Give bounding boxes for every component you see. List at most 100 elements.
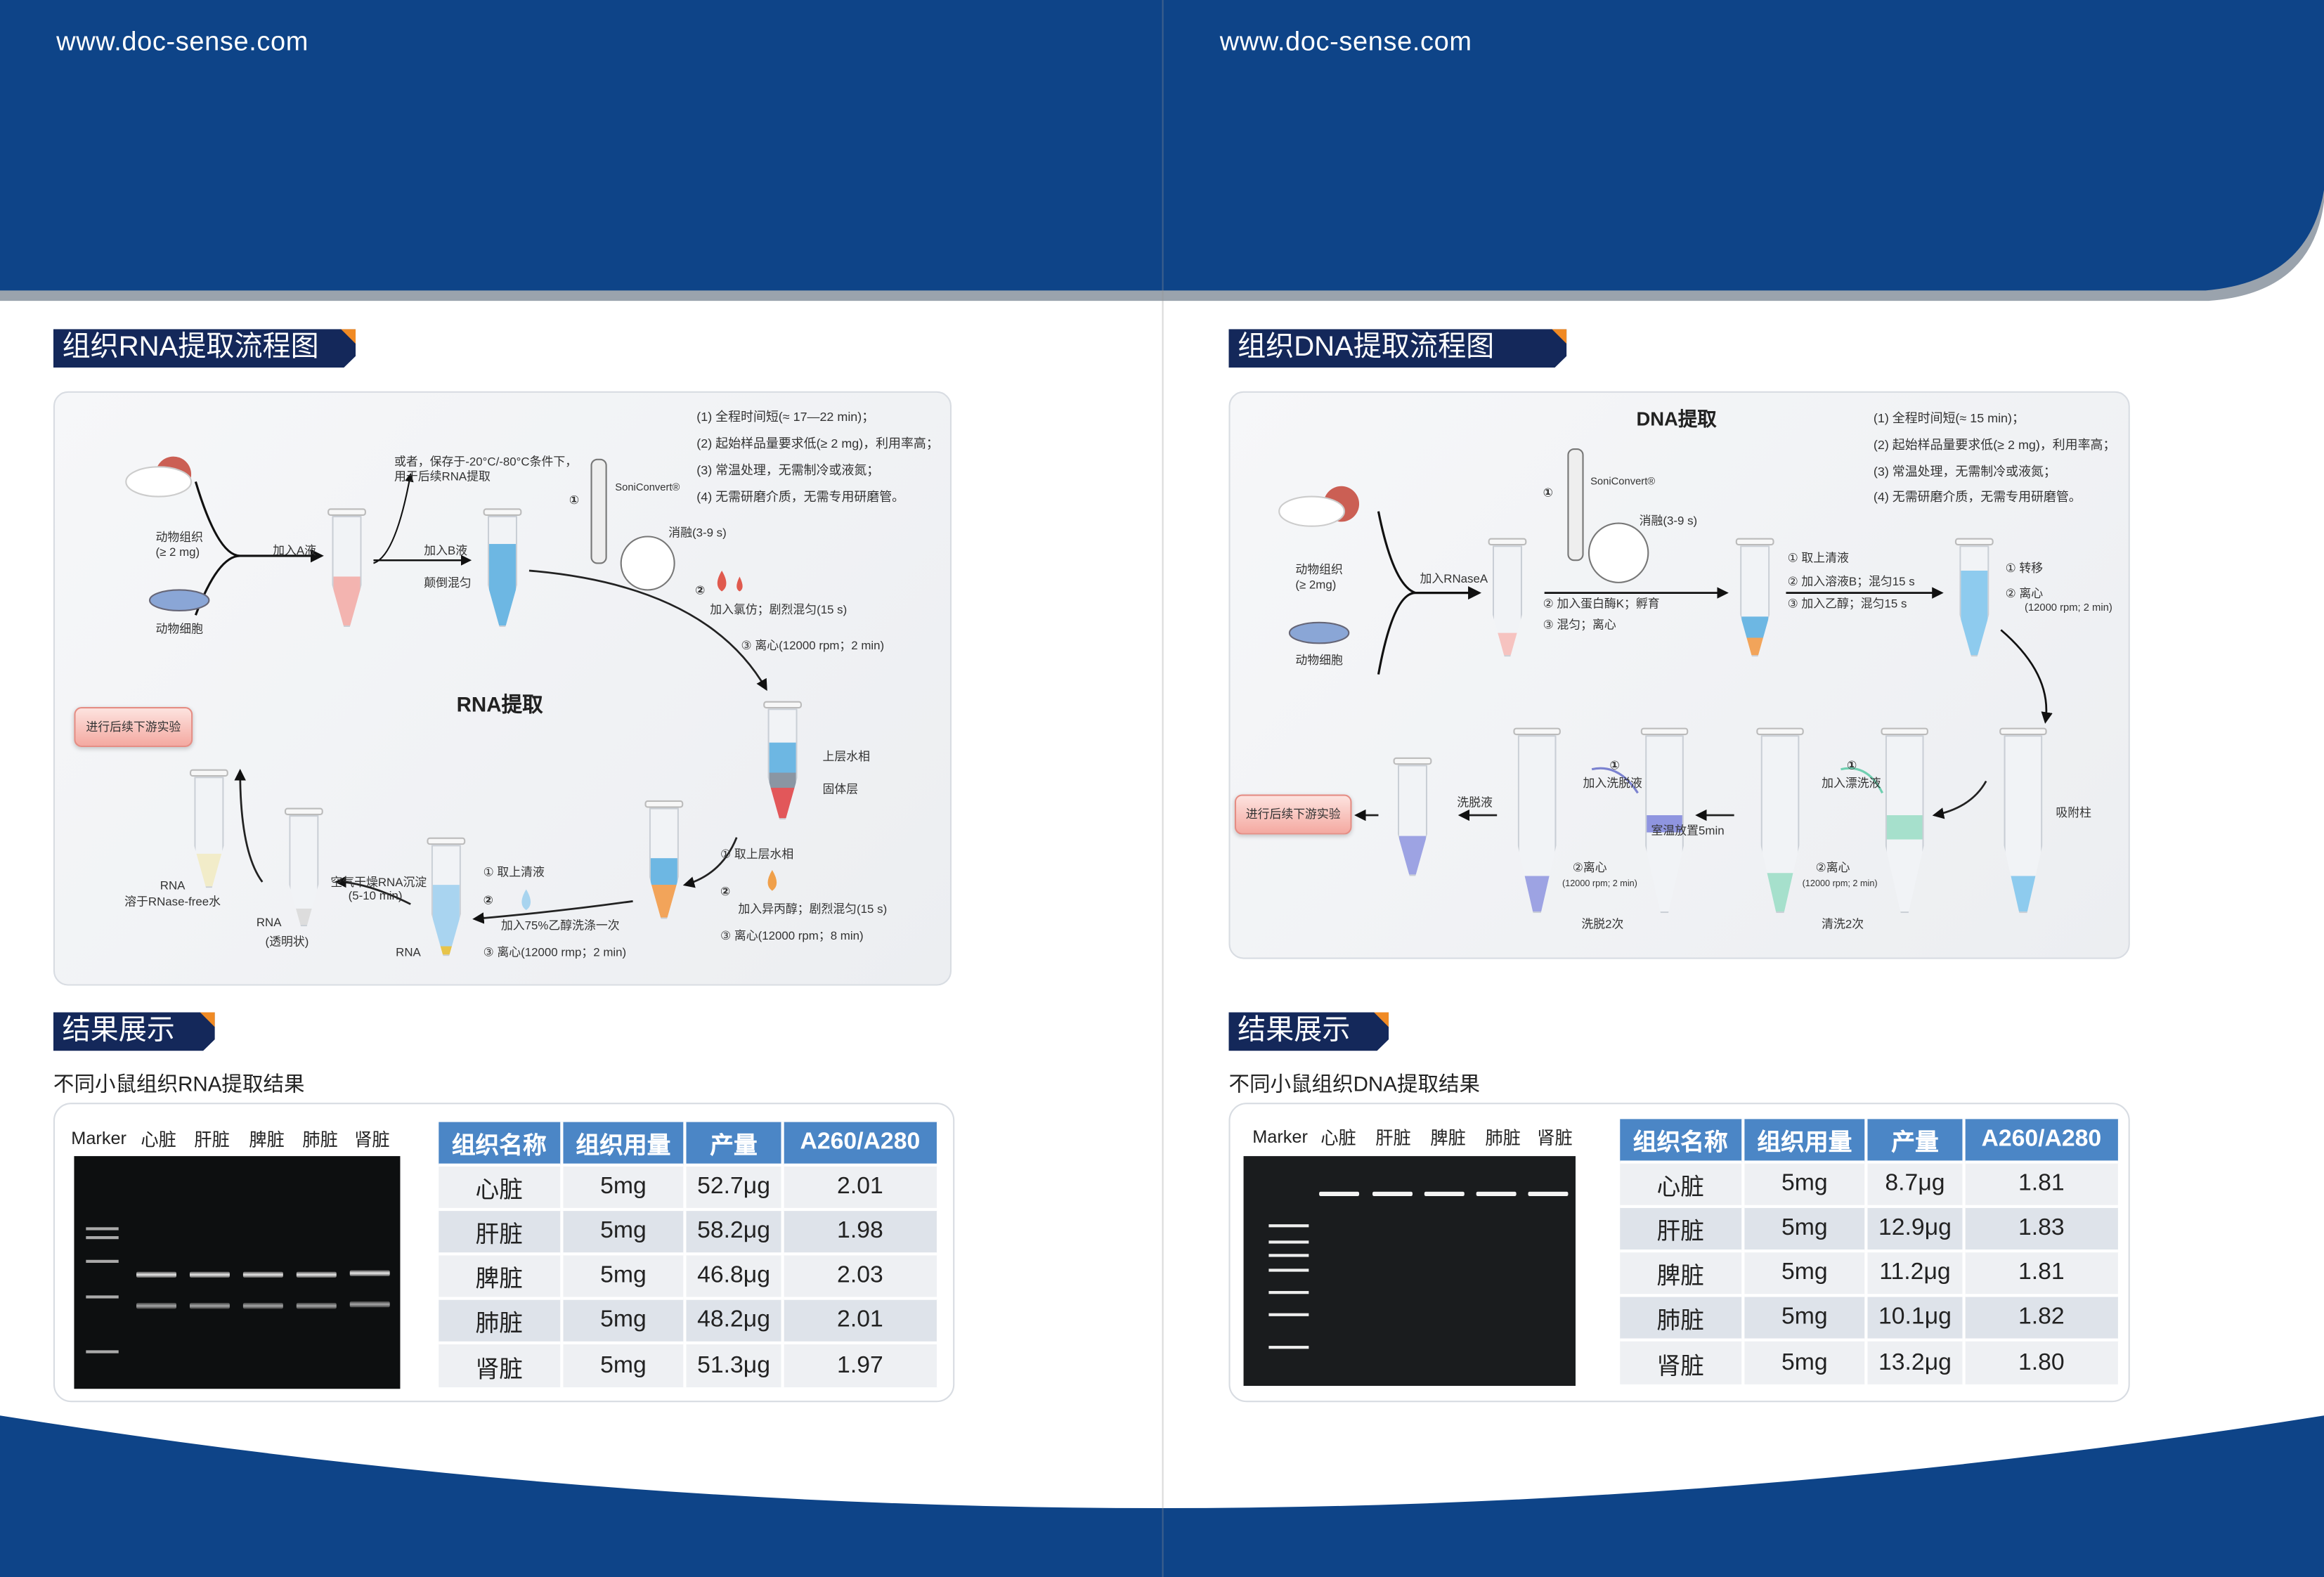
table-cell: 脾脏 xyxy=(1620,1249,1744,1296)
gel-lane-label: 肺脏 xyxy=(1485,1128,1521,1149)
label-isopropanol: 加入异丙醇；剧烈混匀(15 s) xyxy=(738,902,888,916)
label-elute-twice: 洗脱2次 xyxy=(1581,917,1624,931)
section-title-text: 结果展示 xyxy=(62,1015,175,1047)
label-tissue-amount: (≥ 2 mg) xyxy=(155,545,200,559)
table-cell: 5mg xyxy=(1742,1205,1869,1252)
label-store: 用于后续RNA提取 xyxy=(394,469,491,484)
label-cells: 动物细胞 xyxy=(155,622,203,636)
website-url[interactable]: www.doc-sense.com xyxy=(1219,26,1472,57)
downstream-box: 进行后续下游实验 xyxy=(74,707,193,747)
table-cell: 8.7μg xyxy=(1867,1160,1965,1207)
feature-note: (3) 常温处理，无需制冷或液氮； xyxy=(1873,464,2056,479)
gel-lane-label: 脾脏 xyxy=(1430,1128,1466,1149)
column-tube xyxy=(1513,727,1561,914)
flow-arrows xyxy=(125,456,777,924)
downstream-label: 进行后续下游实验 xyxy=(1245,807,1341,822)
table-cell: 5mg xyxy=(1742,1338,1869,1384)
gel-lane-label: 心脏 xyxy=(1320,1128,1356,1149)
table-cell: 心脏 xyxy=(1620,1160,1744,1207)
column-header: 产量 xyxy=(1867,1119,1965,1162)
label-take-supernatant: ① 取上清液 xyxy=(1787,551,1849,565)
label-column: 吸附柱 xyxy=(2056,806,2091,820)
section-title-results: 结果展示 xyxy=(1228,1013,1389,1051)
section-title-text: 组织DNA提取流程图 xyxy=(1238,332,1495,363)
column-tube xyxy=(1999,727,2047,914)
label-solid-layer: 固体层 xyxy=(822,782,859,796)
step-number: ① xyxy=(1846,758,1857,772)
step-number: ① xyxy=(569,493,580,507)
section-title-text: 结果展示 xyxy=(1238,1015,1351,1047)
table-cell: 肝脏 xyxy=(1620,1205,1744,1252)
label-cells: 动物细胞 xyxy=(1295,654,1343,668)
website-url[interactable]: www.doc-sense.com xyxy=(56,26,309,57)
table-cell: 1.80 xyxy=(1963,1338,2122,1384)
feature-note: (3) 常温处理，无需制冷或液氮； xyxy=(696,462,880,478)
feature-note: (2) 起始样品量要求低(≥ 2 mg)，利用率高； xyxy=(696,436,939,451)
step-number: ① xyxy=(1609,758,1620,772)
table-cell: 1.83 xyxy=(1963,1205,2122,1252)
feature-note: (4) 无需研磨介质，无需专用研磨管。 xyxy=(1873,489,2082,505)
gel-lane-label: 心脏 xyxy=(141,1129,177,1150)
label-add-b: ② 加入溶液B；混匀15 s xyxy=(1787,575,1915,589)
table-cell: 肺脏 xyxy=(439,1297,563,1343)
table-cell: 肾脏 xyxy=(439,1341,563,1388)
table-cell: 1.82 xyxy=(1963,1294,2122,1340)
label-mix-spin: ③ 混匀；离心 xyxy=(1543,618,1616,632)
table-cell: 5mg xyxy=(561,1163,687,1210)
label-spin-params: (12000 rpm; 2 min) xyxy=(2025,603,2112,614)
gel-lane-label: 肾脏 xyxy=(354,1129,390,1150)
result-subtitle: 不同小鼠组织RNA提取结果 xyxy=(53,1071,305,1096)
dna-flowchart: DNA提取 (1) 全程时间短(≈ 15 min)； (2) 起始样品量要求低(… xyxy=(1228,391,2130,959)
column-header: 组织名称 xyxy=(439,1122,563,1165)
section-title-results: 结果展示 xyxy=(53,1013,215,1051)
label-add-ethanol: ③ 加入乙醇；混匀15 s xyxy=(1787,597,1907,611)
gel-lane-label: 肝脏 xyxy=(1375,1128,1411,1149)
table-cell: 1.98 xyxy=(781,1207,940,1254)
corner-accent xyxy=(1552,329,1566,344)
table-cell: 11.2μg xyxy=(1867,1249,1965,1296)
downstream-box: 进行后续下游实验 xyxy=(1234,794,1352,835)
label-add-b: 加入B液 xyxy=(424,544,468,558)
corner-accent xyxy=(341,329,356,344)
gel-lane-label: 肾脏 xyxy=(1537,1128,1573,1149)
table-cell: 心脏 xyxy=(439,1163,563,1210)
label-wash-spin-params: (12000 rpm; 2 min) xyxy=(1802,880,1878,890)
column-header: 组织用量 xyxy=(561,1122,687,1165)
label-wash-spin: ②离心 xyxy=(1815,861,1850,875)
table-cell: 13.2μg xyxy=(1867,1338,1965,1384)
label-wash-twice: 清洗2次 xyxy=(1822,917,1864,931)
label-ethanol: 加入75%乙醇洗涤一次 xyxy=(500,919,620,933)
tube xyxy=(1393,757,1432,876)
feature-note: (4) 无需研磨介质，无需专用研磨管。 xyxy=(696,489,905,505)
step-number: ② xyxy=(483,893,493,907)
feature-note: (1) 全程时间短(≈ 15 min)； xyxy=(1873,410,2025,426)
flow-center-title: RNA提取 xyxy=(456,692,543,716)
flow-center-title: DNA提取 xyxy=(1636,408,1717,430)
label-tissue-amount: (≥ 2mg) xyxy=(1295,578,1337,592)
device-name: SoniConvert® xyxy=(1590,477,1656,488)
gel-lane-label: Marker xyxy=(1252,1126,1308,1148)
label-upper-phase: 上层水相 xyxy=(822,750,871,764)
label-eluate: 洗脱液 xyxy=(1457,796,1493,810)
feature-note: (2) 起始样品量要求低(≥ 2 mg)，利用率高； xyxy=(1873,437,2116,453)
table-cell: 1.81 xyxy=(1963,1160,2122,1207)
label-centrifuge: ③ 离心(12000 rpm；8 min) xyxy=(720,929,864,943)
table-cell: 5mg xyxy=(1742,1160,1869,1207)
label-chloroform: 加入氯仿；剧烈混匀(15 s) xyxy=(710,603,848,617)
tube xyxy=(483,508,522,628)
tube xyxy=(1954,538,1994,657)
column-header: 产量 xyxy=(685,1122,784,1165)
label-rna-pellet: RNA xyxy=(396,945,421,959)
